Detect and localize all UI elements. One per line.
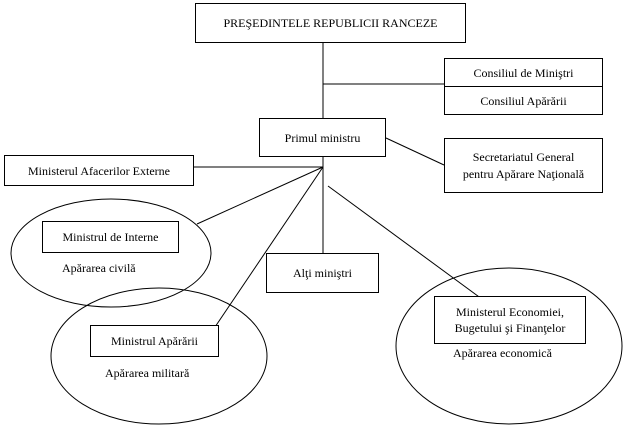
economic-defense-ellipse [395,267,623,425]
secretariat-label-line2: pentru Apărare Naţională [462,167,585,181]
defense-council-label: Consiliul Apărării [480,93,567,108]
interior-line [196,166,324,225]
military-defense-ellipse [50,287,268,425]
prime-minister-box: Primul ministru [259,118,386,157]
civil-defense-label: Apărarea civilă [62,261,136,275]
council-of-ministers-cell: Consiliul de Miniştri [445,59,602,87]
secretariat-line [385,137,445,166]
foreign-affairs-label: Ministerul Afacerilor Externe [28,163,170,178]
defense-minister-box: Ministrul Apărării [90,325,219,357]
other-ministers-label: Alţi miniştri [292,266,352,280]
interior-minister-label: Ministrul de Interne [62,230,159,244]
economy-ministry-box: Ministerul Economiei, Bugetului şi Finan… [434,296,586,344]
councils-box: Consiliul de Miniştri Consiliul Apărării [444,58,603,115]
secretariat-label-line1: Secretariatul General [472,150,575,164]
economy-ministry-label-line2: Bugetului şi Finanţelor [454,321,566,335]
council-of-ministers-label: Consiliul de Miniştri [473,65,574,80]
economy-ministry-label-line1: Ministerul Economiei, [456,305,564,319]
president-box: PREŞEDINTELE REPUBLICII RANCEZE [195,3,466,43]
president-label: PREŞEDINTELE REPUBLICII RANCEZE [223,16,438,30]
defense-line [214,166,324,328]
civil-defense-ellipse [10,198,212,308]
other-ministers-box: Alţi miniştri [266,253,379,293]
defense-council-cell: Consiliul Apărării [445,87,602,114]
economy-line [327,185,487,303]
prime-minister-label: Primul ministru [284,130,361,145]
defense-minister-label: Ministrul Apărării [111,334,198,348]
military-defense-label: Apărarea militară [105,366,190,380]
secretariat-box: Secretariatul General pentru Apărare Naţ… [444,138,603,193]
foreign-affairs-box: Ministerul Afacerilor Externe [4,155,194,186]
economic-defense-label: Apărarea economică [453,346,552,360]
interior-minister-box: Ministrul de Interne [42,221,179,253]
